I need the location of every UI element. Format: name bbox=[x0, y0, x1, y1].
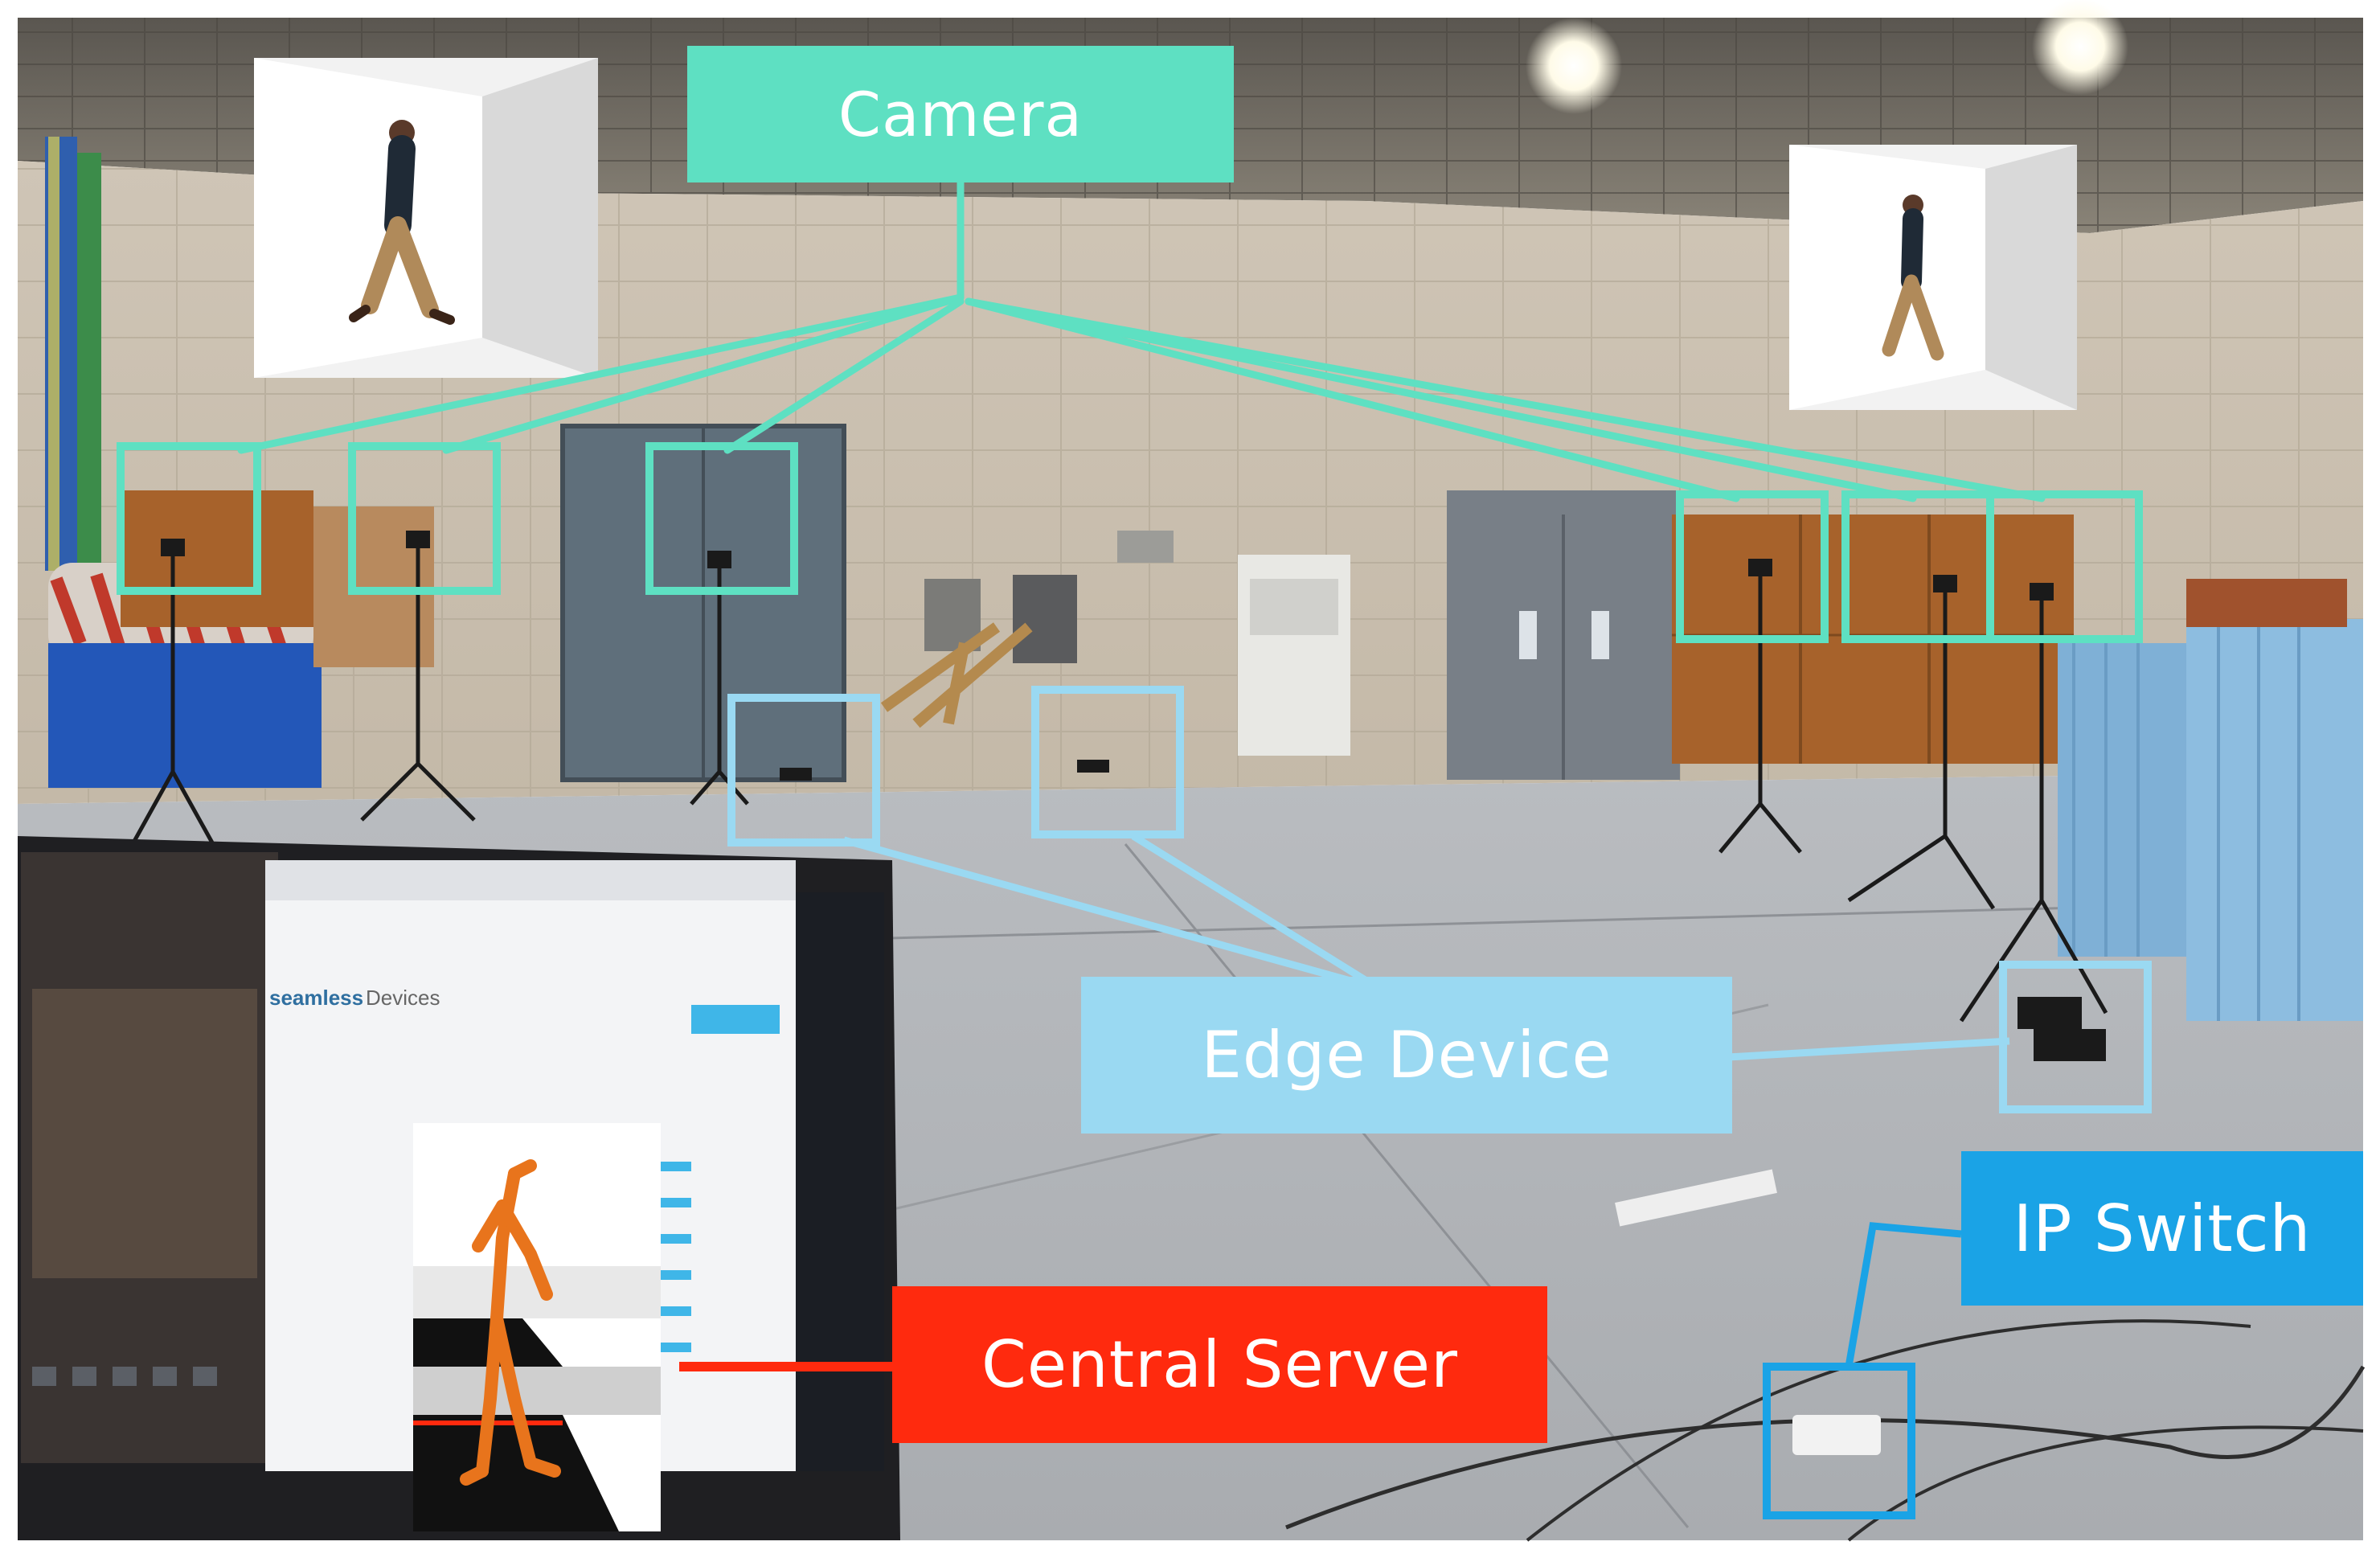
edge-device-label-text: Edge Device bbox=[1201, 1018, 1612, 1093]
ip-switch-connector bbox=[1763, 1222, 1962, 1519]
ceiling-light bbox=[2032, 0, 2128, 95]
stick-figure-inset bbox=[413, 1123, 661, 1531]
camera-label: Camera bbox=[687, 46, 1234, 182]
ip-switch-label: IP Switch bbox=[1961, 1151, 2363, 1306]
edge-device-box bbox=[727, 686, 2152, 1113]
camera-label-text: Camera bbox=[838, 78, 1083, 150]
edge-device-connectors bbox=[842, 833, 2010, 1061]
camera-box bbox=[117, 442, 2143, 643]
monitor-section: Devices bbox=[366, 986, 440, 1010]
monitor-brand: seamless bbox=[269, 986, 363, 1010]
central-server-label-text: Central Server bbox=[981, 1327, 1459, 1402]
ip-switch-label-text: IP Switch bbox=[2013, 1191, 2312, 1266]
stick-figure bbox=[460, 1159, 561, 1486]
ip-switch-device bbox=[1792, 1415, 1881, 1455]
walking-person-thumbnail bbox=[1789, 145, 2077, 410]
camera-connectors bbox=[237, 177, 2046, 502]
central-server-label: Central Server bbox=[892, 1286, 1547, 1443]
ceiling-light bbox=[1526, 18, 1622, 114]
edge-device-label: Edge Device bbox=[1081, 977, 1732, 1134]
walking-person-thumbnail bbox=[254, 58, 598, 378]
